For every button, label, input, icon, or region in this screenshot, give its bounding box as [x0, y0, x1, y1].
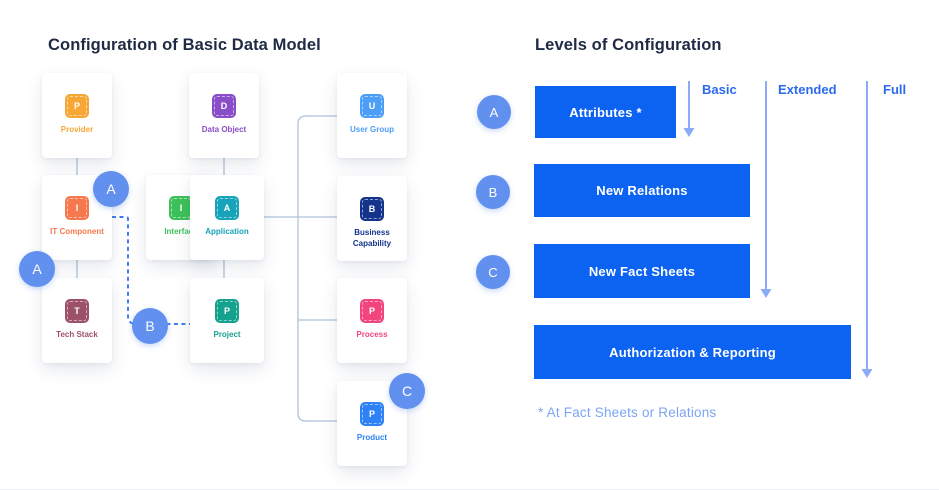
- card-project: P Project: [190, 278, 264, 363]
- diagram-badge-c-3: C: [389, 373, 425, 409]
- level-label-extended: Extended: [778, 82, 837, 97]
- diagram-badge-b-2: B: [132, 308, 168, 344]
- data-object-icon: D: [212, 94, 236, 118]
- project-icon: P: [215, 299, 239, 323]
- right-panel-title: Levels of Configuration: [535, 36, 722, 54]
- user-group-label: User Group: [349, 125, 394, 134]
- it-component-icon: I: [65, 196, 89, 220]
- level-row-new-fact-sheets: New Fact Sheets: [534, 244, 750, 298]
- user-group-icon: U: [360, 94, 384, 118]
- process-icon: P: [360, 299, 384, 323]
- card-provider: P Provider: [42, 73, 112, 158]
- product-icon: P: [360, 402, 384, 426]
- badge-c: C: [476, 255, 510, 289]
- full-level-arrowhead: [861, 369, 873, 378]
- it-component-label: IT Component: [50, 227, 104, 236]
- application-icon: A: [215, 196, 239, 220]
- project-label: Project: [213, 330, 241, 339]
- footnote: * At Fact Sheets or Relations: [538, 405, 717, 420]
- badge-a: A: [477, 95, 511, 129]
- provider-label: Provider: [60, 125, 94, 134]
- provider-icon: P: [65, 94, 89, 118]
- interface-icon: I: [169, 196, 193, 220]
- diagram-badge-a-0: A: [93, 171, 129, 207]
- level-row-authorization-reporting: Authorization & Reporting: [534, 325, 851, 379]
- card-business-capability: B Business Capability: [337, 176, 407, 261]
- card-data-object: D Data Object: [189, 73, 259, 158]
- card-application: A Application: [190, 175, 264, 260]
- left-panel-title: Configuration of Basic Data Model: [48, 36, 321, 54]
- level-row-attributes: Attributes *: [535, 86, 676, 138]
- card-process: P Process: [337, 278, 407, 363]
- data-object-label: Data Object: [201, 125, 247, 134]
- card-tech-stack: T Tech Stack: [42, 278, 112, 363]
- business-capability-icon: B: [360, 197, 384, 221]
- level-label-basic: Basic: [702, 82, 737, 97]
- process-label: Process: [356, 330, 388, 339]
- interface-label: Interface: [164, 227, 198, 236]
- basic-level-arrowhead: [683, 128, 695, 137]
- application-label: Application: [205, 227, 249, 236]
- business-capability-label: Business Capability: [352, 228, 392, 248]
- tech-stack-icon: T: [65, 299, 89, 323]
- extended-level-arrowhead: [760, 289, 772, 298]
- connector-bracket-usergroup-product: [297, 115, 337, 422]
- product-label: Product: [356, 433, 388, 442]
- badge-b: B: [476, 175, 510, 209]
- diagram-badge-a-1: A: [19, 251, 55, 287]
- level-label-full: Full: [883, 82, 907, 97]
- tech-stack-label: Tech Stack: [56, 330, 98, 339]
- card-user-group: U User Group: [337, 73, 407, 158]
- level-row-new-relations: New Relations: [534, 164, 750, 217]
